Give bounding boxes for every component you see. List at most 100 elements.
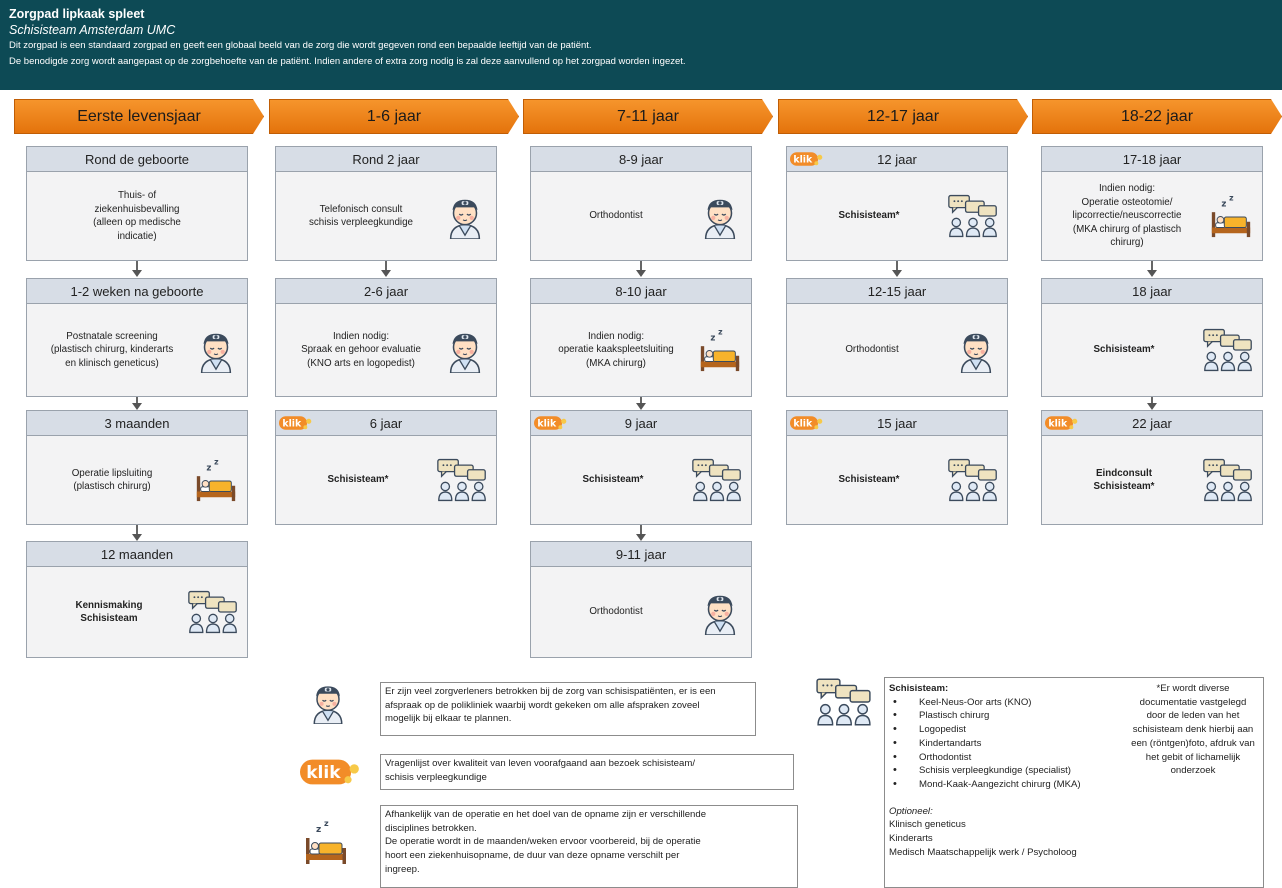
team-icon: [815, 677, 873, 727]
step-rond-2-jaar: Rond 2 jaar Telefonisch consult schisis …: [275, 146, 497, 261]
phase-1-6-jaar: 1-6 jaar: [269, 99, 519, 134]
optional-title: Optioneel:: [889, 805, 933, 817]
klik-badge-icon: [1045, 415, 1079, 431]
intro-line-2: De benodigde zorg wordt aangepast op de …: [9, 56, 686, 67]
step-title: 6 jaar: [276, 411, 496, 436]
step-15-jaar: 15 jaar Schisisteam*: [786, 410, 1008, 525]
step-title: 3 maanden: [27, 411, 247, 436]
doctor-icon: [442, 327, 488, 373]
list-item: Kindertandarts: [889, 737, 1259, 751]
step-9-11-jaar: 9-11 jaar Orthodontist: [530, 541, 752, 658]
step-text: Orthodontist: [845, 344, 899, 356]
step-12-jaar: 12 jaar Schisisteam*: [786, 146, 1008, 261]
step-8-10-jaar: 8-10 jaar Indien nodig: operatie kaakspl…: [530, 278, 752, 397]
team-icon: [436, 457, 488, 503]
klik-badge-icon: [279, 415, 313, 431]
doctor-icon: [442, 193, 488, 239]
step-title: 8-9 jaar: [531, 147, 751, 172]
list-item: Schisis verpleegkundige (specialist): [889, 764, 1259, 778]
step-text: Schisisteam*: [838, 210, 900, 222]
step-title-text: 15 jaar: [877, 415, 917, 431]
step-text: Schisisteam*: [327, 474, 389, 486]
step-title-text: 12 jaar: [877, 151, 917, 167]
list-item: Keel-Neus-Oor arts (KNO): [889, 696, 1259, 710]
step-title: 12-15 jaar: [787, 279, 1007, 304]
step-text: Schisisteam*: [838, 474, 900, 486]
klik-badge-icon: [534, 415, 568, 431]
list-item: Kinderarts: [889, 833, 933, 845]
bed-icon: [302, 818, 350, 866]
team-icon: [1202, 327, 1254, 373]
step-title: 8-10 jaar: [531, 279, 751, 304]
step-title: 12 maanden: [27, 542, 247, 567]
step-text: Indien nodig: Operatie osteotomie/ lipco…: [1072, 183, 1182, 249]
team-icon: [1202, 457, 1254, 503]
step-title: 1-2 weken na geboorte: [27, 279, 247, 304]
list-item: Klinisch geneticus: [889, 819, 966, 831]
step-text: Indien nodig: Spraak en gehoor evaluatie…: [301, 330, 421, 369]
header-banner: Zorgpad lipkaak spleet Schisisteam Amste…: [0, 0, 1282, 90]
doctor-icon: [697, 589, 743, 635]
step-2-6-jaar: 2-6 jaar Indien nodig: Spraak en gehoor …: [275, 278, 497, 397]
step-9-jaar: 9 jaar Schisisteam*: [530, 410, 752, 525]
step-text: Eindconsult Schisisteam*: [1093, 467, 1155, 493]
step-title-text: 22 jaar: [1132, 415, 1172, 431]
step-title-text: 9 jaar: [624, 415, 658, 431]
bed-icon: [697, 327, 743, 373]
legend-bed-text: Afhankelijk van de operatie en het doel …: [380, 805, 798, 888]
step-text: Thuis- of ziekenhuisbevalling (alleen op…: [93, 190, 181, 242]
step-8-9-jaar: 8-9 jaar Orthodontist: [530, 146, 752, 261]
doctor-icon: [697, 193, 743, 239]
list-item: Logopedist: [889, 723, 1259, 737]
klik-badge-icon: [300, 758, 362, 786]
klik-badge-icon: [790, 415, 824, 431]
list-item: Mond-Kaak-Aangezicht chirurg (MKA): [889, 778, 1259, 792]
team-member-list: Keel-Neus-Oor arts (KNO) Plastisch chiru…: [889, 696, 1259, 792]
step-12-maanden: 12 maanden Kennismaking Schisisteam: [26, 541, 248, 658]
step-title: 12 jaar: [787, 147, 1007, 172]
phase-7-11-jaar: 7-11 jaar: [523, 99, 773, 134]
step-title: Rond de geboorte: [27, 147, 247, 172]
team-icon: [691, 457, 743, 503]
step-title: 9-11 jaar: [531, 542, 751, 567]
legend-doctor-text: Er zijn veel zorgverleners betrokken bij…: [380, 682, 756, 736]
list-item: Medisch Maatschappelijk werk / Psycholoo…: [889, 846, 1077, 858]
step-text: Telefonisch consult schisis verpleegkund…: [308, 203, 413, 229]
phase-12-17-jaar: 12-17 jaar: [778, 99, 1028, 134]
legend-klik-text: Vragenlijst over kwaliteit van leven voo…: [380, 754, 794, 790]
step-title: 2-6 jaar: [276, 279, 496, 304]
team-legend: Schisisteam: Keel-Neus-Oor arts (KNO) Pl…: [884, 677, 1264, 888]
bed-icon: [1208, 193, 1254, 239]
doctor-icon: [306, 680, 350, 724]
step-title: 9 jaar: [531, 411, 751, 436]
doctor-icon: [193, 327, 239, 373]
bed-icon: [193, 457, 239, 503]
step-title: 15 jaar: [787, 411, 1007, 436]
step-text: Schisisteam*: [1093, 344, 1155, 356]
step-title: Rond 2 jaar: [276, 147, 496, 172]
step-17-18-jaar: 17-18 jaar Indien nodig: Operatie osteot…: [1041, 146, 1263, 261]
step-title: 17-18 jaar: [1042, 147, 1262, 172]
step-rond-de-geboorte: Rond de geboorte Thuis- of ziekenhuisbev…: [26, 146, 248, 261]
step-22-jaar: 22 jaar Eindconsult Schisisteam*: [1041, 410, 1263, 525]
phase-eerste-levensjaar: Eerste levensjaar: [14, 99, 264, 134]
step-title: 18 jaar: [1042, 279, 1262, 304]
intro-line-1: Dit zorgpad is een standaard zorgpad en …: [9, 40, 592, 51]
step-6-jaar: 6 jaar Schisisteam*: [275, 410, 497, 525]
step-title-text: 6 jaar: [369, 415, 403, 431]
step-text: Indien nodig: operatie kaakspleetsluitin…: [558, 330, 674, 369]
phase-18-22-jaar: 18-22 jaar: [1032, 99, 1282, 134]
doctor-icon: [953, 327, 999, 373]
step-text: Orthodontist: [589, 606, 643, 618]
step-text: Orthodontist: [589, 210, 643, 222]
page-subtitle: Schisisteam Amsterdam UMC: [9, 23, 176, 37]
step-text: Postnatale screening (plastisch chirurg,…: [50, 330, 174, 369]
step-title: 22 jaar: [1042, 411, 1262, 436]
documentation-note: *Er wordt diverse documentatie vastgeleg…: [1131, 683, 1255, 777]
step-3-maanden: 3 maanden Operatie lipsluiting (plastisc…: [26, 410, 248, 525]
list-item: Plastisch chirurg: [889, 709, 1259, 723]
step-18-jaar: 18 jaar Schisisteam*: [1041, 278, 1263, 397]
klik-badge-icon: [790, 151, 824, 167]
step-12-15-jaar: 12-15 jaar Orthodontist: [786, 278, 1008, 397]
team-title: Schisisteam:: [889, 683, 949, 694]
